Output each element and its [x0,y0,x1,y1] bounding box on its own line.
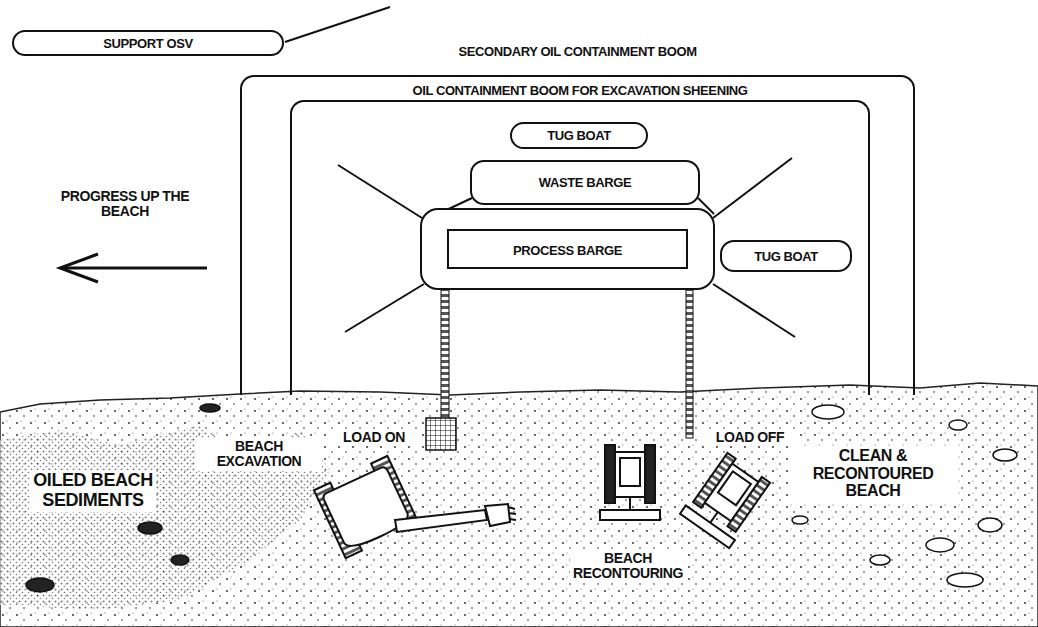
callout-label: BEACH EXCAVATION [196,438,322,471]
box-label: TUG BOAT [547,128,611,143]
barge-box: PROCESS BARGE [420,208,715,290]
bulldozer [680,451,773,548]
box-label: TUG BOAT [754,249,818,264]
progress-arrow [60,254,207,282]
callout-label: LOAD ON [326,429,422,446]
conveyor [441,288,449,420]
conveyor [686,288,693,438]
callout-label: LOAD OFF [702,429,798,446]
callout-label: CLEAN & RECONTOURED BEACH [790,446,956,501]
excavator [314,456,516,558]
box-label: SUPPORT OSV [103,36,193,51]
boom-label: OIL CONTAINMENT BOOM FOR EXCAVATION SHEE… [408,83,751,98]
barge-box: WASTE BARGE [470,160,700,205]
vessel-box: TUG BOAT [510,122,648,149]
callout-label: PROGRESS UP THE BEACH [52,188,198,221]
vessel-box: SUPPORT OSV [12,30,284,56]
leader-line [285,7,390,42]
pebbles [26,404,1017,592]
oiled-sediment [0,425,330,610]
box-label: PROCESS BARGE [447,229,688,269]
load-hopper [426,418,456,450]
callout-label: BEACH RECONTOURING [570,550,686,583]
vessel-box: TUG BOAT [720,240,852,272]
boom-region: OIL CONTAINMENT BOOM FOR EXCAVATION SHEE… [290,85,870,395]
boom-region: SECONDARY OIL CONTAINMENT BOOM OIL CONTAI… [240,40,915,395]
box-label: WASTE BARGE [539,175,631,190]
bulldozer [600,445,660,520]
beach [0,383,1038,627]
callout-label: OILED BEACH SEDIMENTS [30,470,156,512]
boom-label: SECONDARY OIL CONTAINMENT BOOM [240,44,915,59]
